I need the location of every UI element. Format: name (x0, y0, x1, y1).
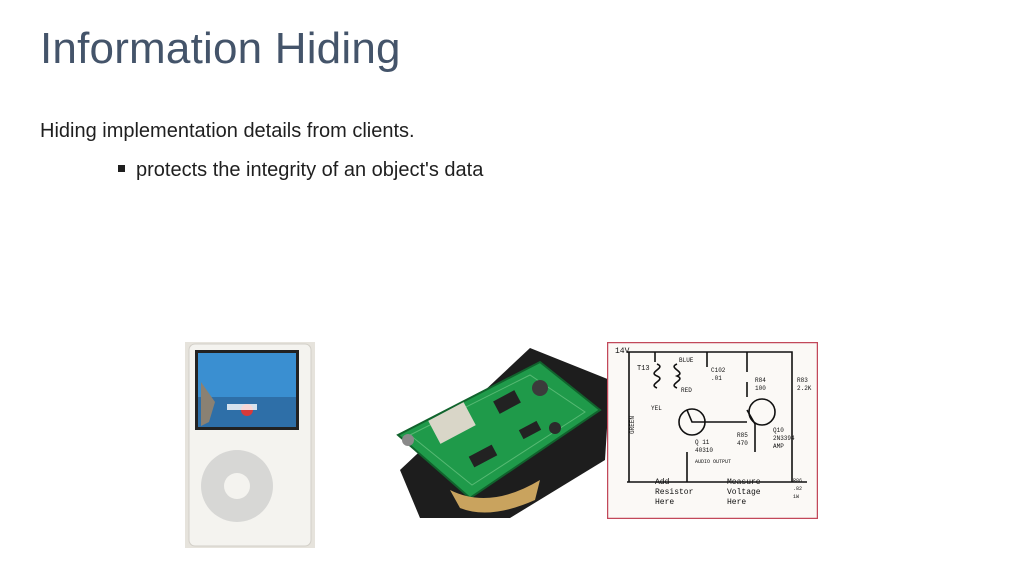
schematic-r85-value: 470 (737, 440, 748, 447)
schematic-yel-label: YEL (651, 405, 662, 412)
schematic-green-label: GREEN (629, 416, 636, 434)
ipod-image (185, 342, 315, 548)
schematic-supply-label: 14V (615, 347, 630, 356)
schematic-audio-output-label: AUDIO OUTPUT (695, 459, 731, 465)
schematic-r85-label: R85 (737, 432, 748, 439)
schematic-r84-label: R84 (755, 377, 766, 384)
schematic-r86-value: .82 (793, 486, 802, 492)
schematic-note-add-2: Resistor (655, 488, 694, 497)
schematic-note-add-1: Add (655, 478, 670, 487)
schematic-q11-part: 40310 (695, 447, 713, 454)
schematic-r83-label: R83 (797, 377, 808, 384)
square-bullet-icon (118, 165, 125, 172)
schematic-note-measure-3: Here (727, 498, 746, 507)
schematic-c102-label: C102 (711, 367, 726, 374)
schematic-note-add-3: Here (655, 498, 674, 507)
schematic-r86-label: R86 (793, 478, 802, 484)
schematic-blue-label: BLUE (679, 357, 694, 364)
schematic-t13-label: T13 (637, 365, 650, 373)
schematic-r84-value: 100 (755, 385, 766, 392)
schematic-q10-label: Q10 (773, 427, 784, 434)
bullet-item: protects the integrity of an object's da… (118, 159, 483, 182)
schematic-note-measure-2: Voltage (727, 488, 761, 497)
schematic-q10-role: AMP (773, 443, 784, 450)
schematic-q11-label: Q 11 (695, 439, 710, 446)
slide-title: Information Hiding (40, 24, 401, 73)
schematic-c102-value: .01 (711, 375, 722, 382)
body-text: Hiding implementation details from clien… (40, 120, 415, 142)
schematic-note-measure-1: Measure (727, 478, 761, 487)
circuit-board-image (390, 340, 610, 520)
schematic-r83-value: 2.2K (797, 385, 812, 392)
schematic-q10-part: 2N3394 (773, 435, 795, 442)
schematic-r86-watts: 1W (793, 494, 799, 500)
bullet-text: protects the integrity of an object's da… (136, 159, 484, 181)
schematic-red-label: RED (681, 387, 692, 394)
circuit-schematic-image: 14V T13 BLUE RED YEL GREEN C102 .01 R84 … (606, 341, 819, 520)
